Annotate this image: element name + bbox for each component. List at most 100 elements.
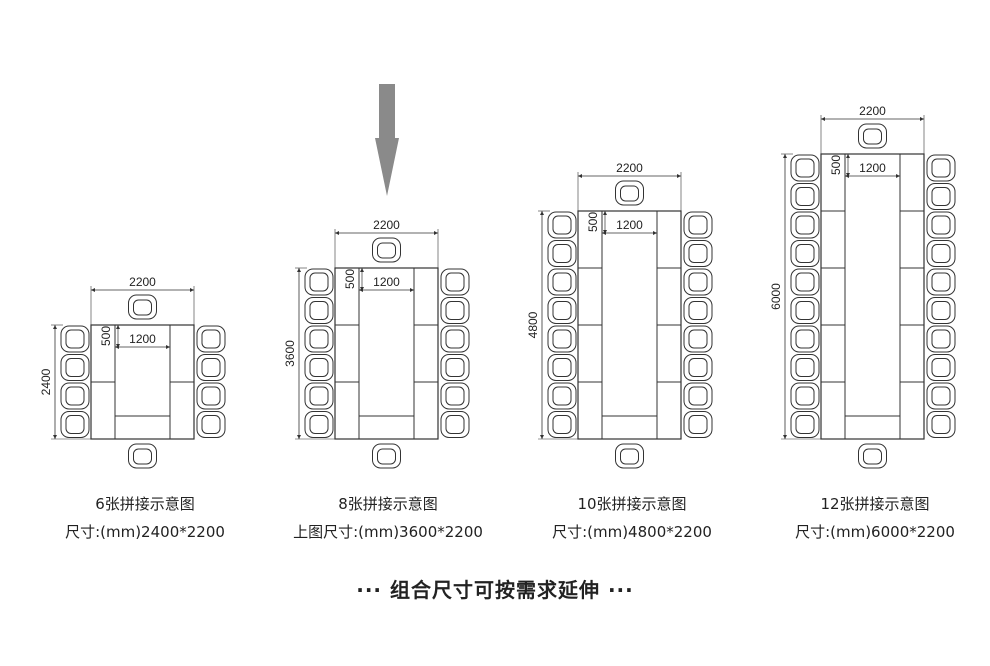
caption-size-6: 尺寸:(mm)2400*2200	[65, 523, 225, 541]
chair-icon	[547, 211, 577, 239]
chair-icon	[196, 382, 226, 410]
dimension-arrowhead	[115, 345, 119, 349]
chair-icon	[926, 382, 956, 410]
inner-label: 1200	[616, 218, 643, 232]
chair-icon	[615, 443, 644, 469]
chair-seat	[133, 448, 152, 465]
chair-icon	[790, 240, 820, 267]
chair-seat	[688, 329, 708, 349]
chair-seat	[445, 301, 465, 320]
chair-seat	[795, 358, 815, 377]
caption-title-12: 12张拼接示意图	[820, 495, 930, 513]
chair-seat	[552, 386, 572, 406]
chair-seat	[931, 358, 951, 377]
dimension-arrowhead	[896, 174, 900, 178]
chair-icon	[926, 411, 956, 438]
inner-label: 1200	[129, 332, 156, 346]
chair-seat	[620, 185, 639, 202]
height-label: 3600	[283, 340, 297, 367]
dimension-arrowhead	[53, 435, 57, 439]
chair-icon	[926, 268, 956, 296]
chair-seat	[445, 386, 465, 406]
chair-seat	[552, 358, 572, 377]
chair-icon	[547, 268, 577, 296]
chair-seat	[552, 215, 572, 235]
dimension-arrowhead	[603, 211, 607, 215]
dimension-arrowhead	[359, 288, 363, 292]
dimension-arrowhead	[920, 117, 924, 121]
caption-title-6: 6张拼接示意图	[95, 495, 195, 513]
chair-seat	[309, 272, 329, 292]
dimension-arrowhead	[91, 288, 95, 292]
table-outline	[820, 153, 925, 440]
chair-icon	[547, 382, 577, 410]
width-label: 2200	[129, 275, 156, 289]
chair-seat	[795, 187, 815, 206]
chair-seat	[688, 415, 708, 434]
footer-note: ··· 组合尺寸可按需求延伸 ···	[356, 578, 634, 602]
chair-seat	[133, 299, 152, 316]
chair-icon	[440, 382, 470, 410]
dimension-arrowhead	[578, 174, 582, 178]
chair-seat	[795, 329, 815, 349]
dimension-arrowhead	[677, 174, 681, 178]
chair-icon	[926, 354, 956, 381]
chair-icon	[926, 240, 956, 267]
dimension-arrowhead	[846, 154, 850, 158]
chair-icon	[196, 354, 226, 381]
chair-seat	[445, 358, 465, 377]
chair-seat	[309, 386, 329, 406]
chair-icon	[196, 411, 226, 438]
chair-seat	[688, 301, 708, 320]
chair-icon	[440, 297, 470, 324]
chair-seat	[795, 301, 815, 320]
width-label: 2200	[616, 161, 643, 175]
chair-icon	[304, 297, 334, 324]
chair-icon	[926, 211, 956, 239]
chair-seat	[309, 415, 329, 434]
chair-seat	[931, 158, 951, 178]
chair-seat	[795, 415, 815, 434]
chair-icon	[790, 211, 820, 239]
chair-seat	[688, 215, 708, 235]
chair-seat	[688, 386, 708, 406]
chair-icon	[926, 325, 956, 353]
chair-seat	[931, 215, 951, 235]
chair-seat	[377, 448, 396, 465]
chair-seat	[201, 415, 221, 434]
chair-icon	[790, 297, 820, 324]
caption-size-8: 上图尺寸:(mm)3600*2200	[293, 523, 483, 541]
chair-icon	[196, 325, 226, 353]
chair-icon	[858, 123, 887, 149]
chair-seat	[795, 244, 815, 263]
inner-label: 1200	[859, 161, 886, 175]
chair-seat	[863, 448, 882, 465]
chair-seat	[931, 301, 951, 320]
segment-label: 500	[99, 326, 113, 346]
chair-icon	[372, 237, 401, 263]
caption-title-10: 10张拼接示意图	[577, 495, 687, 513]
chair-seat	[309, 329, 329, 349]
chair-icon	[372, 443, 401, 469]
segment-label: 500	[586, 212, 600, 232]
width-label: 2200	[373, 218, 400, 232]
chair-seat	[931, 244, 951, 263]
segment-label: 500	[829, 155, 843, 175]
down-arrow-icon	[375, 84, 399, 196]
dimension-arrowhead	[783, 435, 787, 439]
dimension-arrowhead	[190, 288, 194, 292]
chair-seat	[688, 272, 708, 292]
chair-seat	[688, 358, 708, 377]
chair-seat	[552, 301, 572, 320]
chair-icon	[790, 268, 820, 296]
chair-icon	[547, 325, 577, 353]
chair-icon	[790, 183, 820, 210]
chair-icon	[683, 297, 713, 324]
chair-seat	[931, 187, 951, 206]
chair-icon	[683, 325, 713, 353]
height-label: 4800	[526, 311, 540, 338]
height-label: 2400	[39, 368, 53, 395]
chair-seat	[201, 386, 221, 406]
chair-icon	[60, 411, 90, 438]
